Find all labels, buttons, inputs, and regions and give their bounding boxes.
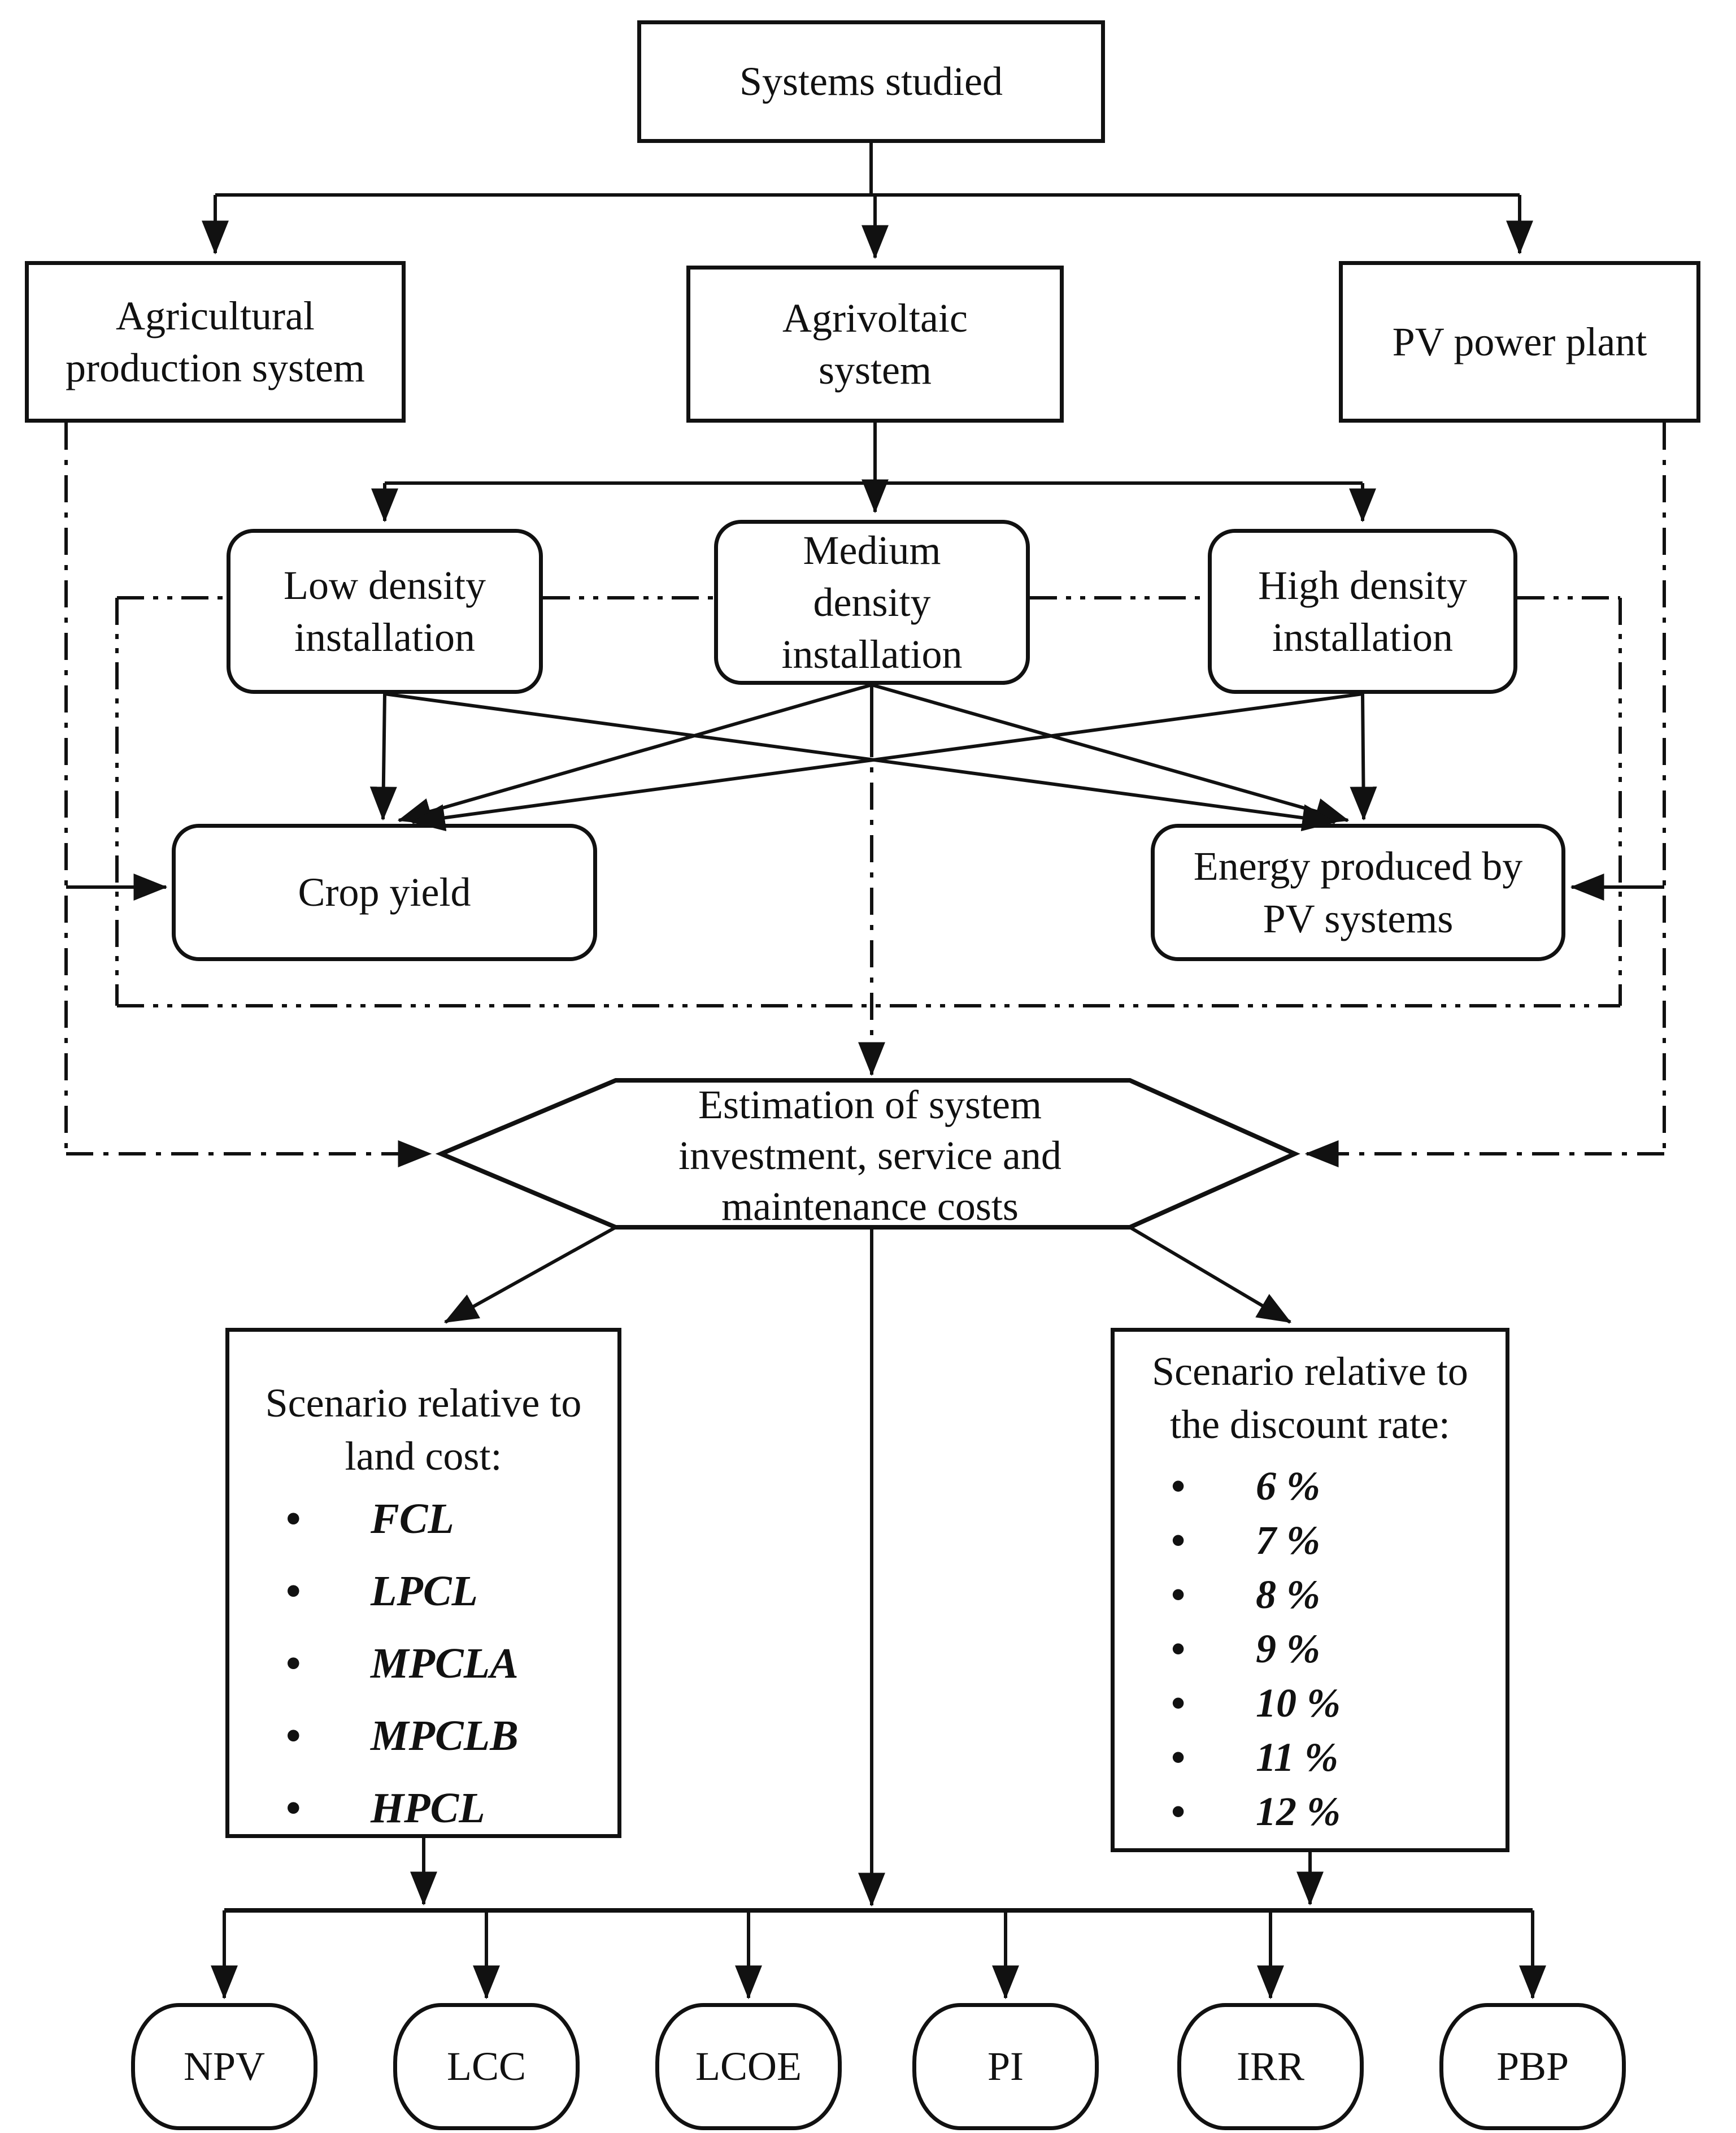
node-indicator-npv-label: NPV [183, 2044, 266, 2089]
node-high-density-label: High density installation [1258, 562, 1467, 660]
list-item: LPCL [263, 1570, 617, 1613]
node-scenario-discount-rate: Scenario relative to the discount rate: … [1111, 1328, 1509, 1852]
node-pv-power-plant-label: PV power plant [1392, 319, 1647, 364]
node-indicator-pbp-label: PBP [1496, 2044, 1569, 2089]
node-agricultural-system-label: Agricultural production system [66, 293, 365, 390]
scenario-land-cost-list: FCL LPCL MPCLA MPCLB HPCL [229, 1497, 617, 1859]
scenario-land-cost-title: Scenario relative to land cost: [265, 1380, 582, 1479]
node-systems-studied-label: Systems studied [739, 59, 1003, 105]
node-estimation-hexagon [435, 1078, 1300, 1230]
node-low-density: Low density installation [227, 529, 543, 694]
list-item: HPCL [263, 1787, 617, 1830]
node-agrivoltaic-system: Agrivoltaic system [686, 266, 1064, 423]
node-systems-studied: Systems studied [637, 20, 1105, 143]
list-item: 10 % [1148, 1683, 1506, 1723]
list-item: 8 % [1148, 1574, 1506, 1615]
node-indicator-pbp: PBP [1439, 2003, 1626, 2130]
list-item: 7 % [1148, 1520, 1506, 1561]
node-low-density-label: Low density installation [284, 562, 486, 660]
node-high-density: High density installation [1208, 529, 1517, 694]
node-medium-density: Medium density installation [714, 520, 1030, 685]
node-indicator-lcoe: LCOE [655, 2003, 842, 2130]
list-item: 9 % [1148, 1628, 1506, 1669]
list-item: 6 % [1148, 1466, 1506, 1506]
node-indicator-pi-label: PI [987, 2044, 1024, 2089]
node-estimation-label-wrap: Estimation of system investment, service… [641, 1082, 1099, 1229]
node-indicator-lcoe-label: LCOE [695, 2044, 802, 2089]
scenario-discount-rate-list: 6 % 7 % 8 % 9 % 10 % 11 % 12 % [1115, 1466, 1506, 1845]
node-indicator-npv: NPV [131, 2003, 317, 2130]
node-indicator-irr: IRR [1177, 2003, 1364, 2130]
node-indicator-lcc-label: LCC [446, 2044, 527, 2089]
node-agricultural-system: Agricultural production system [25, 261, 406, 423]
node-indicator-irr-label: IRR [1236, 2044, 1305, 2089]
node-indicator-pi: PI [912, 2003, 1099, 2130]
node-pv-power-plant: PV power plant [1339, 261, 1700, 423]
list-item: MPCLA [263, 1642, 617, 1685]
node-crop-yield-label: Crop yield [298, 870, 471, 915]
list-item: 12 % [1148, 1791, 1506, 1832]
list-item: 11 % [1148, 1737, 1506, 1778]
scenario-discount-rate-title: Scenario relative to the discount rate: [1152, 1349, 1468, 1447]
list-item: MPCLB [263, 1714, 617, 1757]
node-estimation-label: Estimation of system investment, service… [678, 1082, 1061, 1229]
node-indicator-lcc: LCC [393, 2003, 580, 2130]
node-energy-produced: Energy produced by PV systems [1151, 824, 1565, 961]
node-energy-produced-label: Energy produced by PV systems [1193, 844, 1523, 941]
node-agrivoltaic-system-label: Agrivoltaic system [782, 295, 968, 393]
node-crop-yield: Crop yield [172, 824, 597, 961]
list-item: FCL [263, 1497, 617, 1540]
node-scenario-land-cost: Scenario relative to land cost: FCL LPCL… [225, 1328, 621, 1838]
node-medium-density-label: Medium density installation [781, 527, 963, 677]
